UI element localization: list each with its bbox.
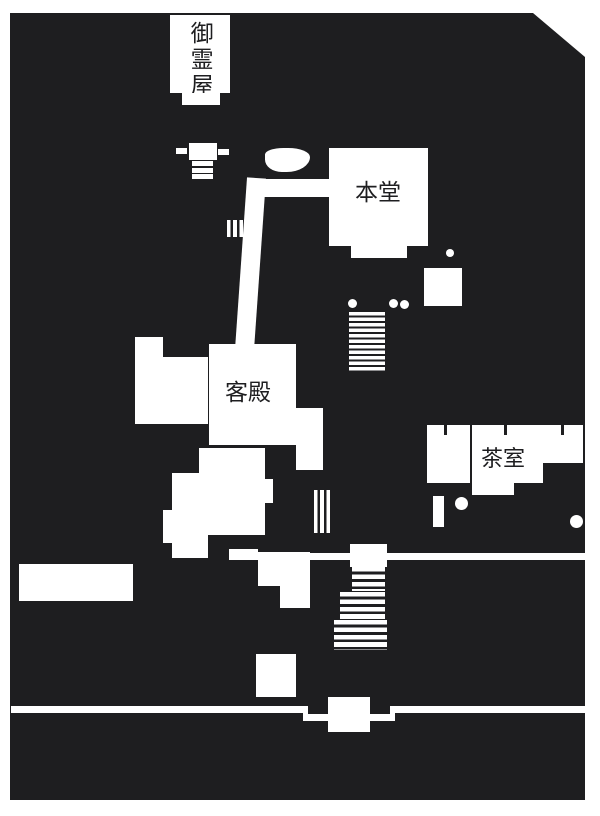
fence-hatch-mid — [314, 490, 331, 533]
stair-landing — [350, 544, 387, 567]
south-annex-west — [172, 473, 199, 558]
wall-jog-right-h — [368, 714, 395, 721]
gate-step-1 — [192, 161, 213, 166]
entrance-gate — [328, 697, 370, 732]
corridor-horizontal — [249, 179, 330, 197]
south-annex-main — [199, 448, 265, 535]
chashitsu-building: 茶室 — [472, 425, 543, 483]
south-annex-foot — [199, 535, 208, 558]
wall-upper-right — [387, 553, 585, 560]
hondo-porch — [351, 246, 407, 258]
gate-arm-left — [176, 148, 187, 154]
goreiya-porch — [182, 93, 220, 105]
gate-arm-right — [218, 149, 229, 155]
gate-step-3 — [192, 174, 213, 179]
lantern-dot-3 — [389, 299, 398, 308]
pond-shape — [265, 148, 310, 172]
south-annex-east-bump — [265, 479, 273, 503]
mid-square-structure — [256, 654, 296, 697]
goreiya-label: 御霊屋 — [186, 21, 213, 99]
lower-staircase-mid — [340, 592, 385, 619]
upper-staircase — [349, 312, 385, 372]
kyakuden-east-wing — [296, 408, 323, 470]
kyakuden-building: 客殿 — [209, 344, 296, 445]
wall-bottom-right — [392, 706, 585, 713]
lower-staircase-bottom — [334, 620, 387, 650]
chashitsu-porch — [472, 483, 514, 495]
west-hall-rect — [19, 564, 133, 601]
lower-staircase-top — [352, 567, 385, 591]
small-structure — [433, 496, 444, 527]
door-tick-2 — [504, 425, 507, 435]
west-annex-right — [163, 357, 208, 424]
south-annex-west-step — [163, 510, 172, 543]
hondo-label: 本堂 — [355, 180, 401, 206]
fence-hatch-small — [227, 220, 243, 237]
door-tick-1 — [444, 425, 447, 435]
door-tick-3 — [561, 425, 564, 435]
corridor-vertical — [235, 177, 266, 349]
wall-jog-left-v — [303, 706, 308, 721]
wall-jog-right-v — [390, 706, 395, 721]
lantern-dot-1 — [446, 249, 454, 257]
wall-block-foot — [280, 586, 310, 608]
gate-structure — [189, 143, 217, 160]
gate-step-2 — [192, 168, 213, 173]
hondo-building: 本堂 — [329, 148, 428, 246]
lantern-dot-2 — [348, 299, 357, 308]
wall-upper-left — [229, 549, 258, 560]
tree-dot-2 — [570, 515, 583, 528]
wall-upper-mid — [310, 553, 350, 560]
lantern-dot-4 — [400, 300, 409, 309]
chashitsu-label: 茶室 — [481, 447, 526, 472]
goreiya-building: 御霊屋 — [170, 15, 230, 99]
wall-jog-left-h — [303, 714, 330, 721]
west-annex-left — [135, 337, 163, 424]
annex-square — [424, 268, 462, 306]
wall-bottom-left — [11, 706, 306, 713]
wall-block — [258, 552, 310, 586]
kyakuden-label: 客殿 — [225, 380, 271, 406]
tree-dot-1 — [455, 497, 468, 510]
chashitsu-west-room — [427, 425, 470, 483]
